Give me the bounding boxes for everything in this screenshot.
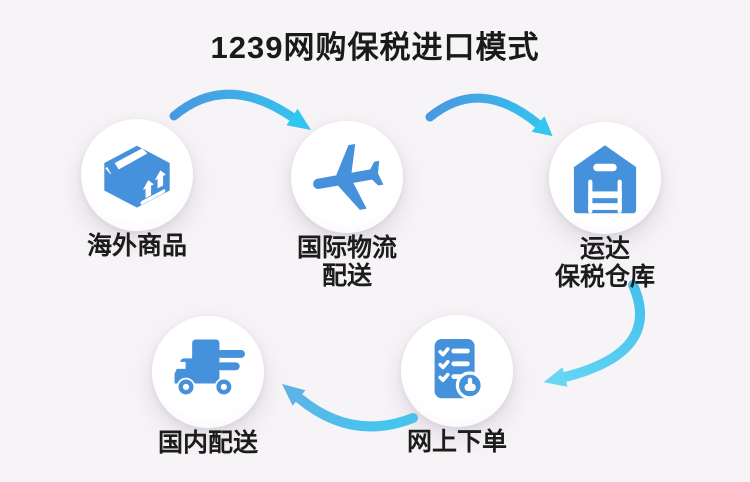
- truck-icon: [174, 339, 245, 397]
- flow-node-overseas-goods: 海外商品: [37, 119, 237, 260]
- node-label: 国内配送: [158, 429, 258, 457]
- node-label-line: 国际物流: [296, 234, 397, 262]
- package-icon: [104, 145, 170, 208]
- node-label-line: 国内配送: [157, 429, 258, 457]
- flow-arrow-3: [543, 280, 646, 387]
- node-label-line: 配送: [321, 262, 372, 290]
- tap-hand-icon: [455, 371, 484, 400]
- node-circle: [291, 121, 403, 233]
- node-label: 海外商品: [87, 232, 187, 260]
- page-title: 1239网购保税进口模式: [210, 30, 540, 65]
- node-label: 运达 保税仓库: [555, 235, 655, 291]
- node-label: 国际物流 配送: [297, 234, 397, 290]
- airplane-icon: [313, 143, 384, 210]
- node-label-line: 网上下单: [406, 428, 507, 456]
- flow-node-bonded-warehouse: 运达 保税仓库: [505, 122, 705, 291]
- warehouse-icon: [573, 145, 637, 214]
- node-label-line: 海外商品: [86, 232, 187, 260]
- flow-node-online-order: 网上下单: [357, 315, 557, 456]
- node-circle: [152, 316, 264, 428]
- node-label-line: 保税仓库: [554, 263, 655, 291]
- node-label-line: 运达: [579, 235, 630, 263]
- node-circle: [549, 122, 661, 234]
- order-list-icon: [434, 339, 484, 400]
- flow-node-international-logistics: 国际物流 配送: [247, 121, 447, 290]
- node-circle: [81, 119, 193, 231]
- node-label: 网上下单: [407, 428, 507, 456]
- flow-node-domestic-delivery: 国内配送: [108, 316, 308, 457]
- node-circle: [401, 315, 513, 427]
